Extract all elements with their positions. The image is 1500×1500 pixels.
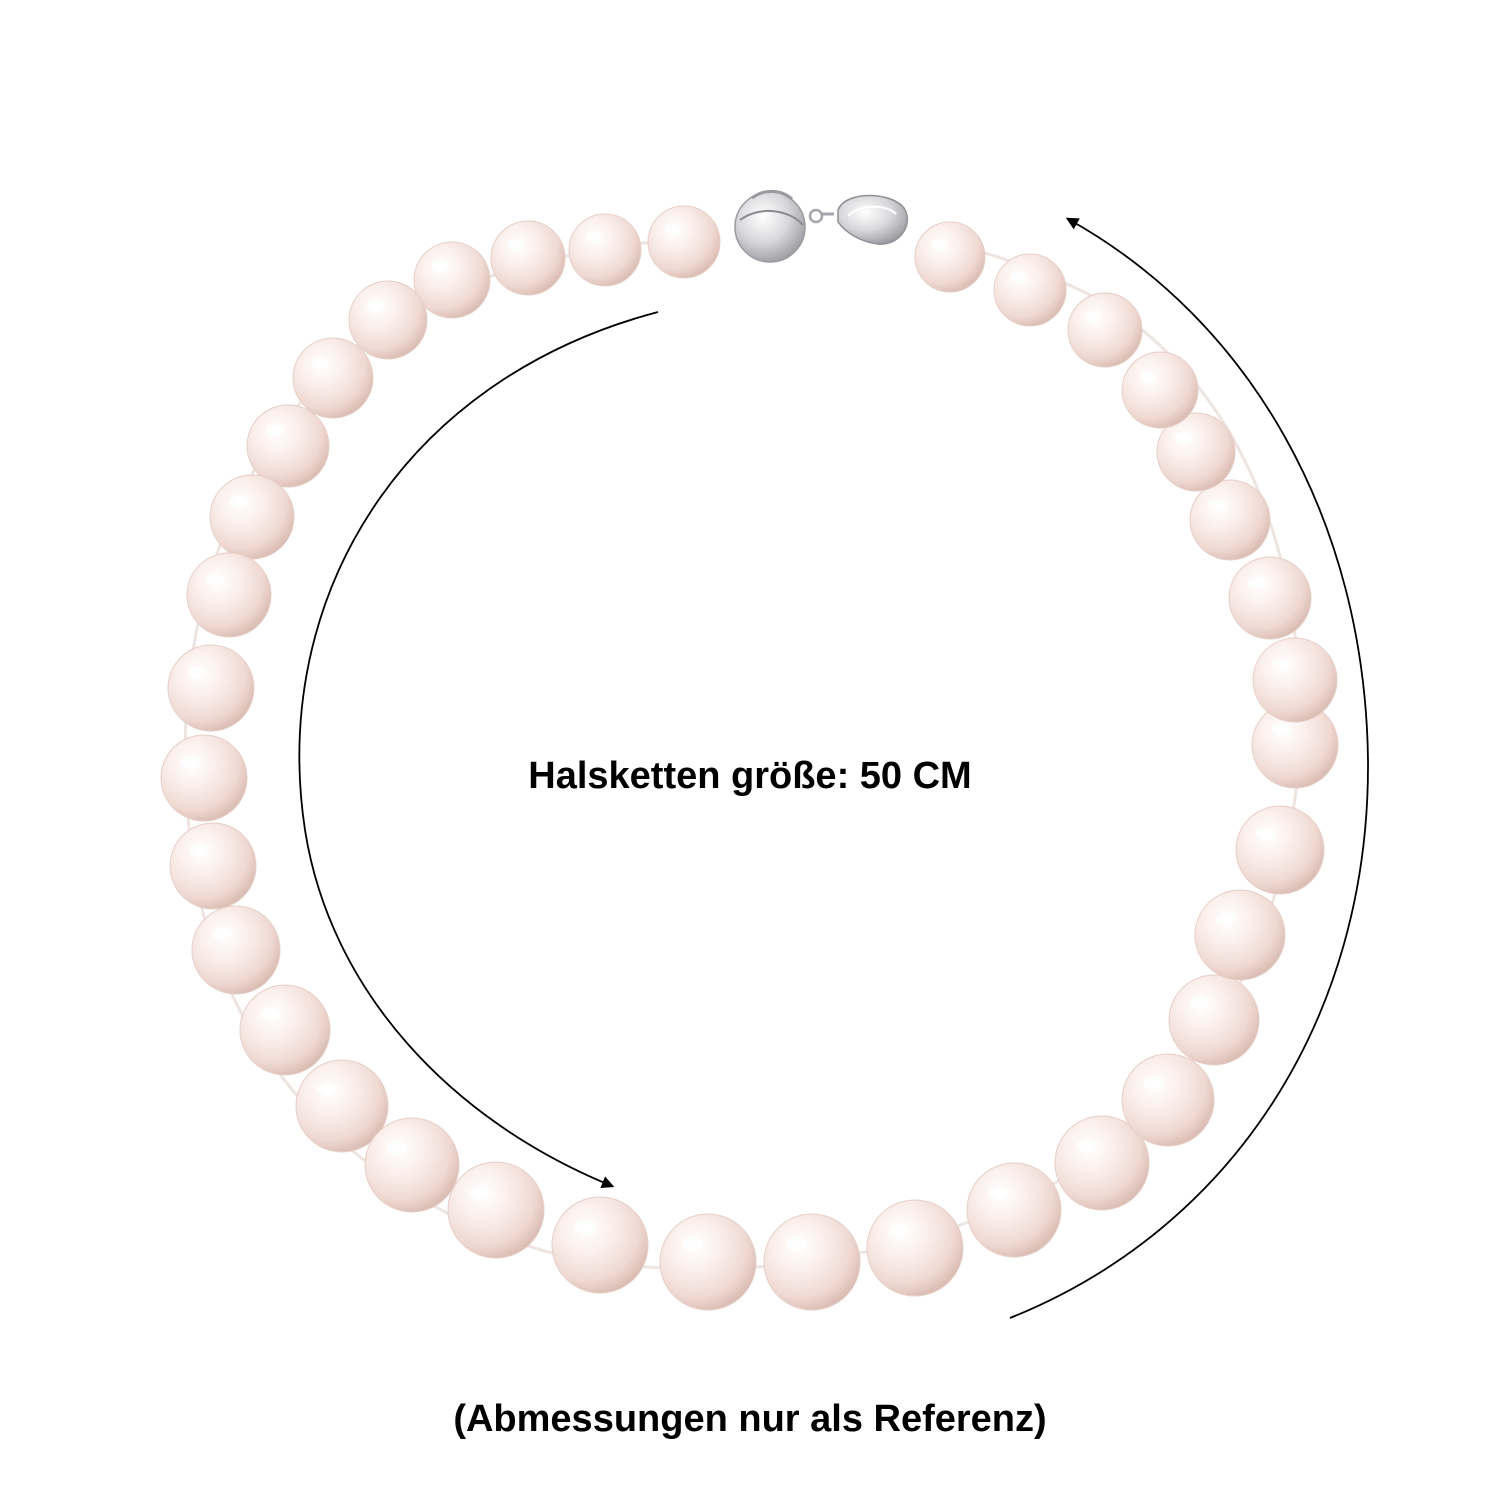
pearl-icon bbox=[1168, 974, 1260, 1066]
pearl-icon bbox=[364, 1117, 460, 1213]
arrow-icon bbox=[1009, 217, 1369, 1319]
pearl-icon bbox=[993, 253, 1067, 327]
pearl-icon bbox=[568, 213, 642, 287]
lobster-clasp-icon bbox=[808, 194, 909, 245]
pearl-icon bbox=[1228, 556, 1312, 640]
pearl-icon bbox=[914, 221, 986, 293]
necklace-size-label: Halsketten größe: 50 CM bbox=[528, 755, 972, 797]
pearl-icon bbox=[1156, 412, 1236, 492]
pearl-icon bbox=[1054, 1115, 1150, 1211]
pearl-strand bbox=[160, 205, 1339, 1311]
pearl-icon bbox=[647, 205, 721, 279]
pearl-icon bbox=[239, 984, 331, 1076]
pearl-icon bbox=[490, 220, 566, 296]
pearl-icon bbox=[295, 1059, 389, 1153]
pearl-icon bbox=[1252, 637, 1338, 723]
pearl-icon bbox=[186, 552, 272, 638]
pearl-icon bbox=[246, 404, 330, 488]
pearl-icon bbox=[1189, 479, 1271, 561]
pearl-icon bbox=[659, 1213, 757, 1311]
pearl-icon bbox=[167, 644, 255, 732]
reference-note: (Abmessungen nur als Referenz) bbox=[453, 1398, 1047, 1440]
pearl-icon bbox=[1121, 351, 1199, 429]
pearl-icon bbox=[763, 1213, 861, 1311]
pearl-icon bbox=[551, 1196, 649, 1294]
pearl-icon bbox=[348, 280, 428, 360]
pearl-icon bbox=[1067, 292, 1143, 368]
pearl-icon bbox=[292, 337, 374, 419]
pearl-icon bbox=[209, 474, 295, 560]
pearl-icon bbox=[1121, 1053, 1215, 1147]
pearl-icon bbox=[191, 905, 281, 995]
arrow-icon bbox=[298, 311, 659, 1189]
pearl-icon bbox=[413, 241, 491, 319]
pearl-icon bbox=[866, 1199, 964, 1297]
pearl-icon bbox=[1194, 889, 1286, 981]
pearl-icon bbox=[1235, 805, 1325, 895]
pearl-icon bbox=[160, 734, 248, 822]
magnetic-clasp-icon bbox=[734, 189, 806, 263]
pearl-icon bbox=[966, 1162, 1062, 1258]
pearl-icon bbox=[447, 1161, 545, 1259]
pearl-icon bbox=[169, 822, 257, 910]
